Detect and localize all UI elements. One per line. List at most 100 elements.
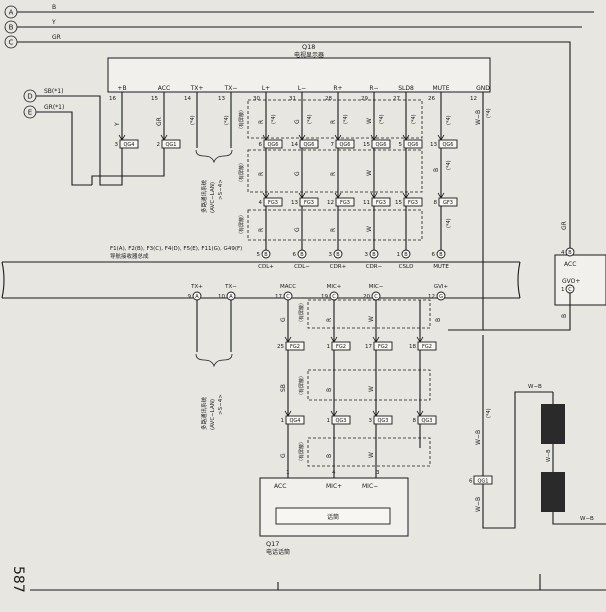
mid-connector-name: FG3 (340, 200, 350, 206)
top-connector-name: QG6 (304, 142, 315, 148)
q18-pin-name: ACC (158, 85, 170, 92)
svg-text:(*4): (*4) (486, 108, 492, 118)
q18-pin-number: 15 (151, 96, 158, 102)
top-connector (335, 139, 355, 149)
signal-wire-color: W (366, 226, 373, 232)
navi-top-pin-number: 3 (329, 252, 333, 258)
signal-wire-note: (*4) (343, 114, 349, 124)
navi-receiver: F1(A), F2(B), F3(C), F4(D), F5(E), F11(G… (1, 246, 521, 301)
navi-title: F1(A), F2(B), F3(C), F4(D), F5(E), F11(G… (110, 246, 242, 252)
q18-pin-number: 28 (325, 96, 332, 102)
lower-wiring: 多路通讯系统 (AVC−LAN) >S−4> （有屏蔽） （有屏蔽） （有屏蔽）… (195, 299, 442, 478)
navi-top-pin-name: CDL− (294, 264, 310, 270)
low1-connector (285, 341, 305, 351)
signal-wire-note: (*4) (271, 114, 277, 124)
signal-wire-note: (*4) (307, 114, 313, 124)
navi-top-pin-letter: B (336, 252, 340, 258)
q17-inner (275, 507, 391, 525)
low2-connector-number: 3 (369, 418, 373, 424)
svg-text:1: 1 (286, 470, 290, 476)
q17-microphone: 话筒 ACC MIC+ MIC− 1 4 3 Q17 电话话筒 (259, 470, 409, 556)
q18-pin-number: 16 (109, 96, 116, 102)
navi-bottom-pin-name: MIC+ (327, 284, 342, 290)
input-e-label: GR(*1) (44, 104, 64, 111)
navi-bottom-pin-letter: G (439, 294, 443, 300)
svg-text:B: B (568, 250, 572, 256)
top-connector-number: 13 (430, 142, 437, 148)
signal-wire-color: W (366, 118, 373, 124)
shield-box-3 (247, 209, 423, 241)
top-connector (371, 139, 391, 149)
q18-pin-number: 14 (184, 96, 191, 102)
wire-mute: B (433, 168, 440, 172)
navi-top-pin-letter: B (300, 252, 304, 258)
mid-connector-name: FG3 (408, 200, 418, 206)
mid-connector (263, 197, 283, 207)
navi-top-pin-number: 1 (397, 252, 401, 258)
lower-wire-color: R (326, 318, 333, 322)
navi-bottom-pin-name: MIC− (369, 284, 384, 290)
svg-text:（有屏蔽）: （有屏蔽） (298, 439, 305, 464)
navi-bottom-pin-name: GVI+ (434, 284, 449, 290)
bus-b-color: Y (51, 19, 56, 26)
navi-bottom-pin (436, 291, 446, 301)
top-connector-number: 15 (363, 142, 370, 148)
q18-pin-number: 30 (253, 96, 260, 102)
low1-connector-name: FG2 (422, 344, 432, 350)
svg-text:(*4): (*4) (446, 218, 452, 228)
wire-gnd: W−B (475, 110, 482, 125)
signal-wire-color: W (366, 170, 373, 176)
top-connector-name: QG1 (166, 142, 177, 148)
mid-connector-name: FG3 (304, 200, 314, 206)
low1-connector (417, 341, 437, 351)
lower-wire-color: W (368, 386, 375, 392)
svg-text:>S−4>: >S−4> (218, 179, 224, 200)
svg-text:4: 4 (561, 250, 565, 256)
mid-connector (438, 197, 458, 207)
wire-plusb: Y (114, 122, 121, 127)
bus-a-color: B (52, 4, 56, 11)
svg-text:B: B (435, 318, 442, 322)
svg-text:（有屏蔽）: （有屏蔽） (238, 107, 245, 132)
svg-text:(*4): (*4) (446, 160, 452, 170)
low2-connector-number: 1 (327, 418, 331, 424)
navi-top-pin (369, 249, 379, 259)
svg-text:W−B: W−B (546, 449, 552, 462)
low1-connector-name: FG2 (378, 344, 388, 350)
mid-connector-number: 11 (363, 200, 370, 206)
mid-connector (335, 197, 355, 207)
navi-top-pin-number: 6 (293, 252, 297, 258)
right-box-body (554, 254, 606, 306)
low1-connector-number: 17 (365, 344, 372, 350)
q18-ref: Q18 (302, 43, 315, 51)
svg-text:（有屏蔽）: （有屏蔽） (298, 373, 305, 398)
top-connector (438, 139, 458, 149)
lower-wire-color: B (326, 388, 333, 392)
page-number: 587 (10, 566, 26, 593)
navi-top-pin-name: CSLD (399, 264, 414, 270)
low2-connector (285, 415, 305, 425)
avc-lan-annotation-bottom: 多路通讯系统 (200, 396, 208, 430)
top-connector-number: 14 (291, 142, 298, 148)
q18-pin-number: 31 (289, 96, 296, 102)
svg-text:1: 1 (561, 287, 565, 293)
svg-text:3: 3 (376, 470, 380, 476)
svg-text:(*4): (*4) (446, 115, 452, 125)
top-connector-number: 5 (399, 142, 403, 148)
navi-top-pin (261, 249, 271, 259)
q18-pin-number: 26 (428, 96, 435, 102)
mid-connector-number: 4 (259, 200, 263, 206)
q18-body (107, 57, 491, 93)
avc-lan-annotation-top: 多路通讯系统 (200, 179, 208, 213)
navi-bottom-pin-letter: C (332, 294, 336, 300)
right-wire-color: GR (561, 221, 568, 230)
top-connector-name: QG6 (376, 142, 387, 148)
q18-pin-name: TX− (224, 85, 238, 92)
navi-bottom-pin-name: TX− (224, 284, 237, 290)
ground-block-2 (541, 472, 565, 512)
signal-wire-color: G (294, 119, 301, 124)
signal-wire-color: R (330, 228, 337, 232)
mid-connector-number: 12 (327, 200, 334, 206)
mid-connector (299, 197, 319, 207)
